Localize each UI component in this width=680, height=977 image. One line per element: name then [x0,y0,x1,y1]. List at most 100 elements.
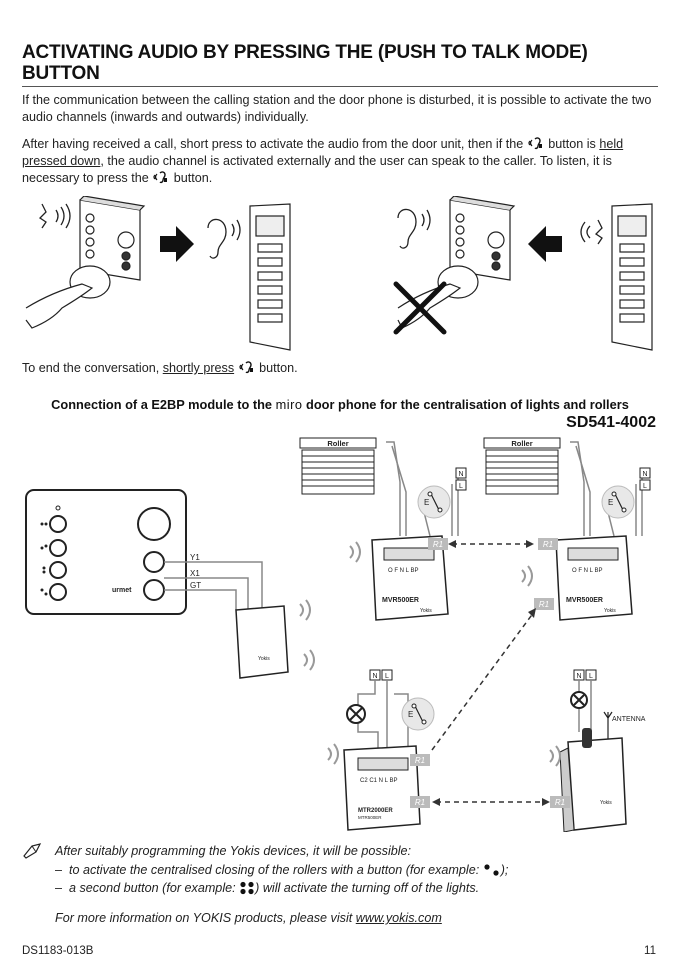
switch-icon: E [401,697,435,731]
module-name-label: MVR500ER [566,597,603,604]
n-terminal [455,467,467,479]
speaking-mouth-icon [38,203,71,229]
wireless-signal-icon [327,743,339,765]
switch-icon: E [417,485,451,519]
instructions-text-3: , the audio channel is activated externa… [22,154,612,185]
roller-label: Roller [511,439,532,448]
document-code: DS1183-013B [22,945,94,957]
module-name: E2BP [151,397,185,412]
r1-badge [428,538,448,550]
e-label: E [408,710,413,719]
x1-label: X1 [190,569,200,578]
r1-badge [550,796,570,808]
r1-label: R1 [433,540,443,549]
wireless-signal-icon [349,541,533,587]
yokis-link[interactable]: www.yokis.com [355,911,442,925]
n-label: N [372,673,377,680]
switch-icon: E [601,485,635,519]
n-label: N [576,673,581,680]
connection-title-3: door phone for the centralisation of lig… [302,397,629,412]
e2bp-module: Yokis [235,605,289,679]
note-item-1: –to activate the centralised closing of … [55,862,655,879]
intro-paragraph: If the communication between the calling… [22,93,652,124]
l-label: L [385,673,389,680]
module-name-label: MVR500ER [382,597,419,604]
four-dots-button-icon [240,881,254,895]
listening-ear-icon [397,208,431,249]
note-pencil-icon [23,843,42,859]
held-pressed-text: held pressed down [22,137,624,168]
light-module-name-label: MTR2000ER [358,808,393,814]
indoor-unit-right [449,196,516,281]
r1-label: R1 [555,798,565,807]
mvr500er-module-1: O F N L BP MVR500ER Yokis [371,535,449,621]
e-label: E [608,498,613,507]
gt-label: GT [190,581,201,590]
dash: – [55,863,63,877]
dash: – [55,881,63,895]
speaking-mouth-icon [580,219,603,245]
end-conversation-paragraph: To end the conversation, shortly press b… [22,360,660,377]
y1-label: Y1 [190,553,200,562]
arrow-right-icon [160,226,194,262]
wireless-signal-icon [549,745,561,767]
r1-badge [534,598,554,610]
l-terminal [639,479,651,491]
listening-ear-icon [207,218,241,259]
r1-label: R1 [543,540,553,549]
light-module-sub-label: MTR500ER [358,815,382,820]
instructions-text-2: button is [544,137,600,151]
connection-title-1: Connection of a [51,397,152,412]
n-label: N [458,471,463,478]
note-intro: After suitably programming the Yokis dev… [55,844,412,858]
instructions-text-4: button. [170,171,213,185]
model-code: SD541-4002 [566,414,656,431]
instructions-paragraph: After having received a call, short pres… [22,136,660,187]
note-item-1-text: to activate the centralised closing of t… [69,863,483,877]
page-number: 11 [644,945,656,957]
page-title: ACTIVATING AUDIO BY PRESSING THE (PUSH T… [22,42,658,87]
note-item-2-text: a second button (for example: [69,881,240,895]
antenna-module-brand-label: Yokis [600,800,612,806]
shortly-press-text: shortly press [162,361,235,375]
door-panel-left [249,203,291,351]
door-phone-unit: urmet [25,489,187,615]
e2bp-brand-label: Yokis [258,656,270,662]
connection-title-2: module to the [184,397,276,412]
r1-label: R1 [415,798,425,807]
module-brand-label: Yokis [420,608,432,614]
door-brand-label: urmet [112,587,132,594]
wiring-diagram: urmet Y1 X1 GT Yokis Roller [25,437,651,832]
push-to-talk-icon [527,136,545,150]
antenna-label: ANTENNA [612,716,646,723]
lamp-icon [346,704,366,724]
antenna-module: Yokis [559,728,627,832]
hand-pressing-left [25,265,111,329]
l-label: L [589,673,593,680]
note-item-2-end: ) will activate the turning off of the l… [255,881,480,895]
r1-badge [538,538,558,550]
wireless-signal-icon [299,599,315,671]
indoor-unit-left [79,196,146,281]
arrow-left-icon [528,226,562,262]
module-terminals-label: O F N L BP [388,568,418,574]
e-label: E [424,498,429,507]
push-to-talk-icon [152,170,170,184]
n-terminal [639,467,651,479]
lamp-icon [570,691,588,709]
note-item-2: –a second button (for example: ) will ac… [55,880,655,897]
mtr2000er-module: C2 C1 N L BP MTR2000ER MTR500ER [343,745,421,831]
connection-title: Connection of a E2BP module to the miro … [22,397,658,412]
brand-name: miro [275,397,303,412]
door-panel-right [611,203,653,351]
radio-link-line [431,611,535,751]
push-to-talk-illustration [25,196,653,351]
roller-label: Roller [327,439,348,448]
module-brand-label: Yokis [604,608,616,614]
instructions-text-1: After having received a call, short pres… [22,137,527,151]
more-info: For more information on YOKIS products, … [55,910,655,927]
light-terminals-label: C2 C1 N L BP [360,778,397,784]
roller-shutter-2: Roller [483,437,561,495]
r1-badge [410,796,430,808]
